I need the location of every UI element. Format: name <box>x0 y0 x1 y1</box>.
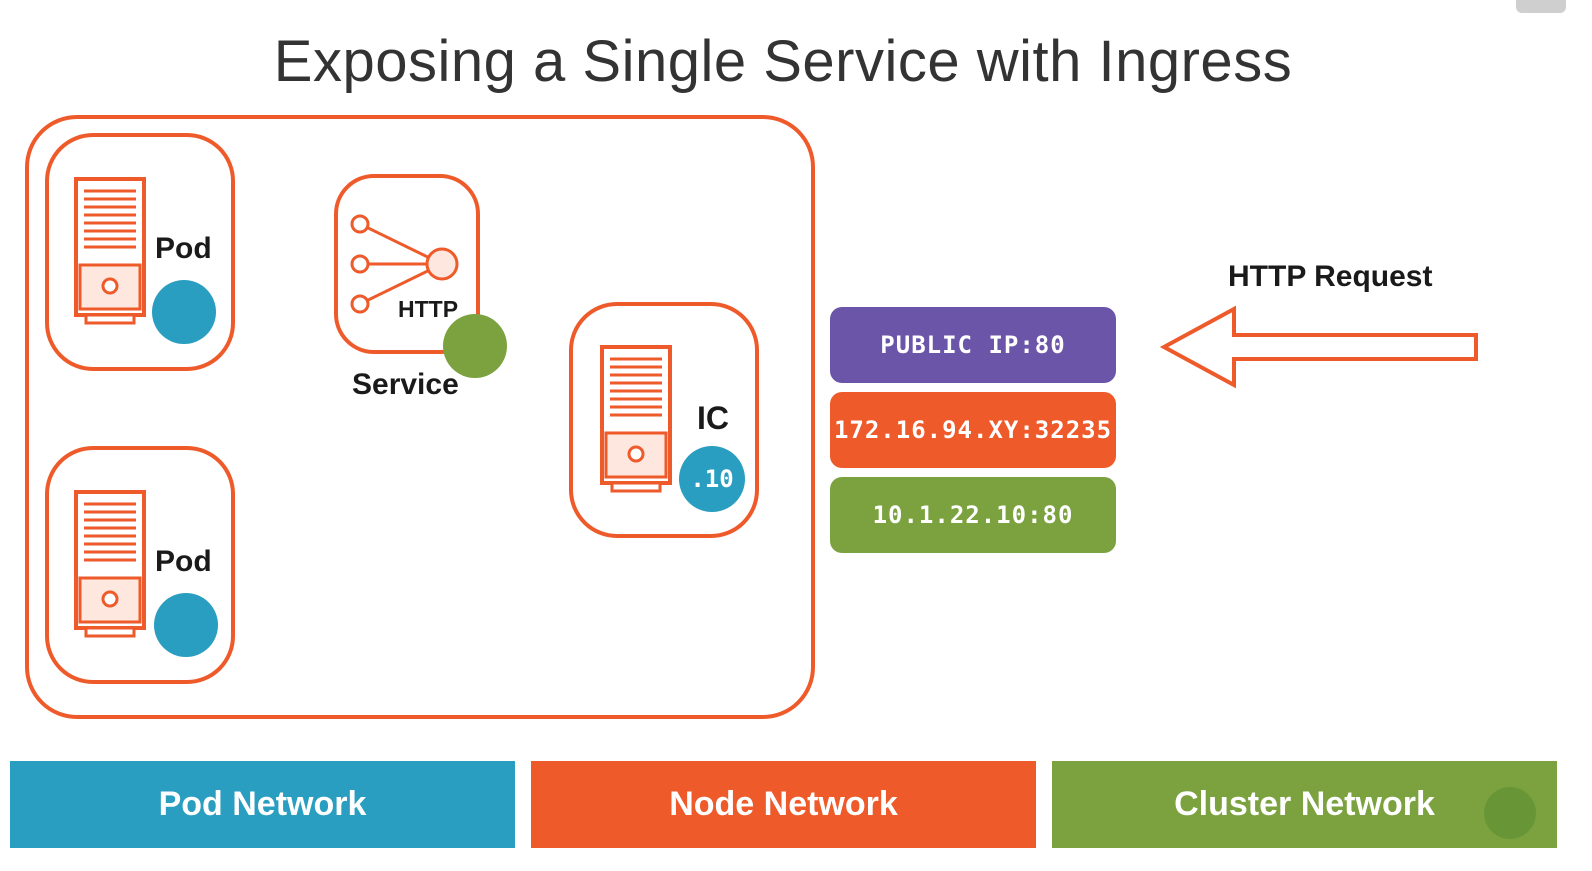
cluster-ip-box: 10.1.22.10:80 <box>830 477 1116 553</box>
window-control-button[interactable] <box>1516 0 1566 13</box>
arrow-left-icon <box>1159 305 1478 389</box>
public-ip-box: PUBLIC IP:80 <box>830 307 1116 383</box>
cluster-network-bar: Cluster Network <box>1052 761 1557 848</box>
pod-ip-dot-2 <box>154 593 218 657</box>
server-icon <box>600 345 672 493</box>
pod-label-2: Pod <box>155 545 212 578</box>
server-icon <box>74 490 146 638</box>
node-network-bar: Node Network <box>531 761 1036 848</box>
service-label: Service <box>352 368 459 401</box>
pod-network-bar: Pod Network <box>10 761 515 848</box>
service-ip-dot <box>443 314 507 378</box>
service-protocol-label: HTTP <box>398 296 459 322</box>
pod-ip-dot-1 <box>152 280 216 344</box>
server-icon <box>74 177 146 325</box>
http-request-label: HTTP Request <box>1228 260 1433 293</box>
service-fanout-icon <box>350 214 459 314</box>
node-container <box>25 115 815 719</box>
ingress-controller-ip-dot: .10 <box>679 446 745 512</box>
slide-title: Exposing a Single Service with Ingress <box>273 29 1293 94</box>
ingress-controller-label: IC <box>697 400 729 436</box>
overlay-control-button[interactable] <box>1484 787 1536 839</box>
pod-label-1: Pod <box>155 232 212 265</box>
ingress-controller-ip-suffix: .10 <box>690 465 734 493</box>
node-ip-box: 172.16.94.XY:32235 <box>830 392 1116 468</box>
